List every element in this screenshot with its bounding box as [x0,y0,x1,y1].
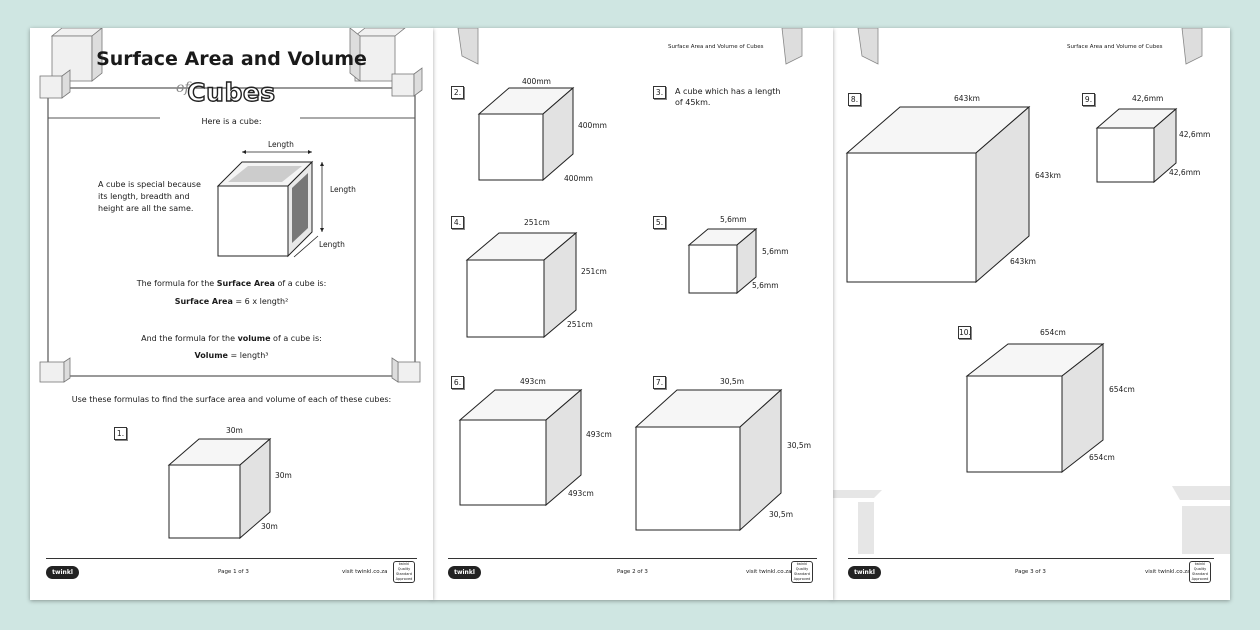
worksheet-page-2: Surface Area and Volume of Cubes 2. 400m… [432,28,833,600]
q8-label-right: 643km [1035,171,1061,180]
page-header: Surface Area and Volume of Cubes [668,44,764,50]
q5-label-right: 5,6mm [762,247,789,256]
q9-label-top: 42,6mm [1132,94,1164,103]
question-number-4: 4. [451,216,464,229]
visit-link[interactable]: visit twinkl.co.za [1145,569,1191,575]
vol-intro: And the formula for the volume of a cube… [141,334,322,343]
q4-label-right: 251cm [581,267,607,276]
page-title-line1: Surface Area and Volume [96,48,367,70]
sa-intro: The formula for the Surface Area of a cu… [136,279,327,288]
cube-q6 [458,388,583,507]
title-of: of [176,80,190,96]
q7-label-top: 30,5m [720,377,745,386]
page-header: Surface Area and Volume of Cubes [1067,44,1163,50]
cube-q1 [167,437,272,540]
q6-label-right: 493cm [586,430,612,439]
example-cube-diagram [216,150,324,258]
cube-q8 [845,105,1031,284]
q8-label-bottom: 643km [1010,257,1036,266]
vol-formula: Volume = length³ [194,351,269,360]
q10-label-right: 654cm [1109,385,1135,394]
question-number-3: 3. [653,86,666,99]
cube-q5 [687,227,758,295]
sa-formula: Surface Area = 6 x length² [174,297,289,306]
q5-label-bottom: 5,6mm [752,281,779,290]
quality-badge: twinkl Quality Standard Approved [1189,561,1211,583]
question-number-2: 2. [451,86,464,99]
diagram-label-right: Length [330,185,356,194]
q3-text: A cube which has a length of 45km. [675,87,781,107]
q10-label-top: 654cm [1040,328,1066,337]
worksheet-page-1: Surface Area and Volume of Cubes Here is… [30,28,433,600]
cube-special-text: A cube is special because its length, br… [98,180,201,213]
footer-divider [46,558,417,559]
q9-label-right: 42,6mm [1179,130,1211,139]
cube-q7 [634,388,783,532]
cube-q9 [1095,107,1178,184]
page-number: Page 1 of 3 [218,569,249,575]
cube-q2 [477,86,575,182]
q9-label-bottom: 42,6mm [1169,168,1201,177]
q4-label-top: 251cm [524,218,550,227]
quality-badge: twinkl Quality Standard Approved [393,561,415,583]
question-number-10: 10. [958,326,971,339]
q5-label-top: 5,6mm [720,215,747,224]
question-number-9: 9. [1082,93,1095,106]
q2-label-right: 400mm [578,121,607,130]
footer-divider [848,558,1214,559]
question-number-8: 8. [848,93,861,106]
q2-label-top: 400mm [522,77,551,86]
question-number-5: 5. [653,216,666,229]
instruction-text: Use these formulas to find the surface a… [71,395,392,404]
q6-label-top: 493cm [520,377,546,386]
question-number-1: 1. [114,427,127,440]
cube-q4 [465,231,578,339]
decorative-corners [832,28,1230,554]
q1-label-top: 30m [226,426,243,435]
q8-label-top: 643km [954,94,980,103]
twinkl-logo: twinkl [46,566,79,579]
visit-link[interactable]: visit twinkl.co.za [746,569,792,575]
twinkl-logo: twinkl [848,566,881,579]
q6-label-bottom: 493cm [568,489,594,498]
twinkl-logo: twinkl [448,566,481,579]
worksheet-page-3: Surface Area and Volume of Cubes 8. 643k… [832,28,1230,600]
q2-label-bottom: 400mm [564,174,593,183]
page-title-line2: Cubes [187,77,276,107]
q1-label-right: 30m [275,471,292,480]
cube-q10 [965,342,1105,474]
q4-label-bottom: 251cm [567,320,593,329]
footer-divider [448,558,817,559]
decorative-frame [39,28,423,383]
diagram-label-bottom: Length [319,240,345,249]
question-number-7: 7. [653,376,666,389]
q7-label-right: 30,5m [787,441,812,450]
quality-badge: twinkl Quality Standard Approved [791,561,813,583]
intro-text: Here is a cube: [201,117,262,126]
visit-link[interactable]: visit twinkl.co.za [342,569,388,575]
diagram-label-top: Length [268,140,294,149]
page-number: Page 2 of 3 [617,569,648,575]
page-number: Page 3 of 3 [1015,569,1046,575]
q10-label-bottom: 654cm [1089,453,1115,462]
decorative-corners [457,28,803,65]
question-number-6: 6. [451,376,464,389]
q1-label-bottom: 30m [261,522,278,531]
q7-label-bottom: 30,5m [769,510,794,519]
